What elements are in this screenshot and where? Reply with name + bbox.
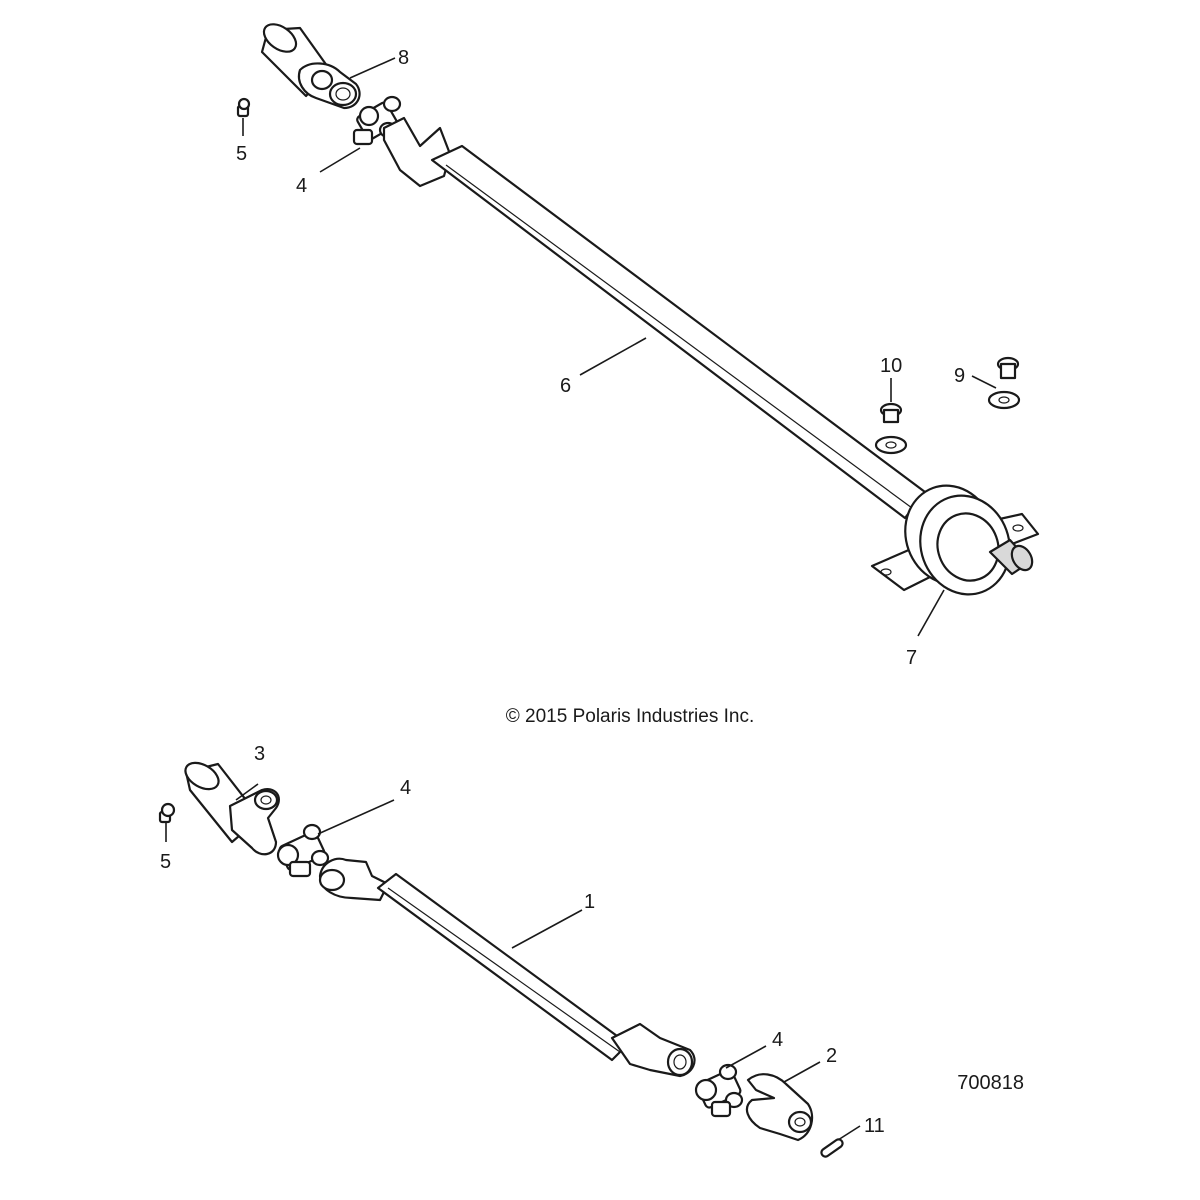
callout-4-top: 4 xyxy=(296,147,361,197)
part-5-grease-fitting-top xyxy=(236,97,251,118)
callout-2-label: 2 xyxy=(826,1045,837,1067)
part-9-bolt-washer xyxy=(987,356,1021,410)
part-2-end-yoke xyxy=(745,1073,814,1142)
callout-10-label: 10 xyxy=(880,355,902,377)
callout-11: 11 xyxy=(837,1115,885,1141)
part-4-u-joint-bottom-right xyxy=(694,1063,744,1118)
callout-3-label: 3 xyxy=(254,743,265,765)
callout-4-bottom-left: 4 xyxy=(317,777,411,835)
part-3-slip-yoke xyxy=(184,761,280,856)
callout-4-bottom-right-label: 4 xyxy=(772,1029,783,1051)
callout-9: 9 xyxy=(954,365,997,389)
callout-5-top-label: 5 xyxy=(236,143,247,165)
callout-1-label: 1 xyxy=(584,891,595,913)
callout-10: 10 xyxy=(880,355,902,402)
part-10-bolt-washer xyxy=(874,402,908,455)
callout-8-label: 8 xyxy=(398,47,409,69)
callout-8: 8 xyxy=(349,47,409,79)
part-8-slip-yoke xyxy=(260,23,361,110)
callout-6: 6 xyxy=(560,337,647,397)
part-4-u-joint-bottom-left xyxy=(276,823,330,878)
callout-5-top: 5 xyxy=(236,118,247,165)
callout-4-bottom-right: 4 xyxy=(725,1029,783,1069)
callout-4-top-label: 4 xyxy=(296,175,307,197)
part-11-pin xyxy=(820,1138,844,1158)
callout-9-label: 9 xyxy=(954,365,965,387)
copyright-notice: © 2015 Polaris Industries Inc. xyxy=(505,706,755,727)
callout-2: 2 xyxy=(783,1045,837,1083)
callout-5-bottom-label: 5 xyxy=(160,851,171,873)
drawing-number: 700818 xyxy=(957,1072,1024,1094)
callout-6-label: 6 xyxy=(560,375,571,397)
callout-1: 1 xyxy=(511,891,595,949)
callout-7-label: 7 xyxy=(906,647,917,669)
callout-3: 3 xyxy=(235,743,265,801)
part-6-drive-shaft xyxy=(382,116,927,520)
part-5-grease-fitting-bottom xyxy=(158,802,176,824)
part-7-carrier-bearing xyxy=(870,484,1040,596)
part-1-drive-shaft xyxy=(318,857,696,1078)
callout-7: 7 xyxy=(906,589,945,669)
callout-4-bottom-left-label: 4 xyxy=(400,777,411,799)
callout-5-bottom: 5 xyxy=(160,822,171,873)
callout-11-label: 11 xyxy=(864,1115,885,1137)
